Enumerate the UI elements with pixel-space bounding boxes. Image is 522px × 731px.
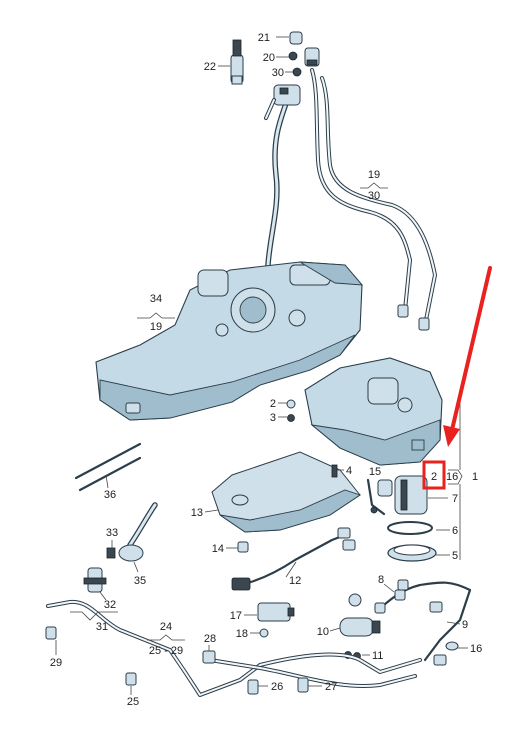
label-17: 17 xyxy=(230,610,242,622)
fuel-pump-part-10 xyxy=(339,593,381,637)
bolt-part-4 xyxy=(331,464,338,478)
label-1: 1 xyxy=(472,471,478,483)
label-22: 22 xyxy=(204,61,216,73)
label-21: 21 xyxy=(258,32,270,44)
clip-part-8 xyxy=(394,589,406,601)
breather-hose-part-35 xyxy=(118,502,158,562)
highlight-arrow xyxy=(422,266,492,490)
label-25: 25 xyxy=(127,696,139,708)
label-12: 12 xyxy=(289,575,301,587)
clip-part-14 xyxy=(237,541,249,553)
label-33: 33 xyxy=(106,527,118,539)
pipe-connector-top xyxy=(304,47,320,67)
label-5: 5 xyxy=(452,550,458,562)
label-7: 7 xyxy=(452,493,458,505)
seal-ring-part-6 xyxy=(387,521,433,535)
label-24: 24 xyxy=(160,621,172,633)
label-3: 3 xyxy=(270,412,276,424)
clip-part-21 xyxy=(289,31,303,45)
label-29: 29 xyxy=(50,657,62,669)
label-32: 32 xyxy=(104,599,116,611)
nut-part-18 xyxy=(259,628,269,638)
wiring-part-9 xyxy=(374,579,472,666)
label-18: 18 xyxy=(236,628,248,640)
label-25-29: 25 - 29 xyxy=(149,645,183,657)
highlight-box xyxy=(422,460,446,490)
pipe-end-fittings xyxy=(397,304,430,331)
connector-part-25 xyxy=(125,672,137,686)
label-36: 36 xyxy=(104,489,116,501)
fuel-lines-part-24 xyxy=(46,599,422,697)
filler-pipe-assembly xyxy=(265,68,437,327)
label-2-highlighted: 2 xyxy=(431,471,437,483)
label-9: 9 xyxy=(462,619,468,631)
label-27: 27 xyxy=(325,681,337,693)
label-34: 34 xyxy=(150,293,162,305)
label-2-upper: 2 xyxy=(270,398,276,410)
label-6: 6 xyxy=(452,525,458,537)
bolt-part-3 xyxy=(287,414,295,422)
label-26: 26 xyxy=(271,681,283,693)
fuel-pump-module-part-7 xyxy=(377,475,428,515)
label-14: 14 xyxy=(212,543,224,555)
leader-lines xyxy=(55,36,468,695)
label-11: 11 xyxy=(372,650,383,662)
label-30-brace: 30 xyxy=(368,190,380,202)
control-unit-part-17 xyxy=(257,602,295,622)
auxiliary-tank xyxy=(304,357,443,466)
label-19-top: 19 xyxy=(368,169,380,181)
locking-ring-part-5 xyxy=(387,544,437,562)
label-28: 28 xyxy=(204,633,216,645)
connector-part-29 xyxy=(45,626,57,640)
seal-part-33 xyxy=(106,547,116,559)
label-13: 13 xyxy=(191,507,203,519)
label-4: 4 xyxy=(346,465,352,477)
screw-part-20 xyxy=(288,51,298,61)
label-20: 20 xyxy=(263,52,275,64)
label-31: 31 xyxy=(96,621,108,633)
clip-part-16-lower xyxy=(445,641,459,651)
clip-part-26 xyxy=(247,679,259,695)
clamp-part-28 xyxy=(202,650,216,664)
fuel-tank xyxy=(95,261,364,421)
red-arrow-icon xyxy=(450,266,492,432)
clip-part-27 xyxy=(297,677,309,693)
cable-ties-part-36 xyxy=(74,442,142,492)
label-16-lower: 16 xyxy=(470,643,482,655)
screw-part-30 xyxy=(292,67,302,77)
fuel-level-sender-part-15 xyxy=(366,478,386,516)
fuel-filler-cap-part-22 xyxy=(230,39,244,85)
label-35: 35 xyxy=(134,575,146,587)
label-16-upper: 16 xyxy=(446,471,458,483)
wiring-harness-part-12 xyxy=(231,527,356,591)
label-15: 15 xyxy=(369,466,381,478)
label-30-top: 30 xyxy=(272,67,284,79)
heat-shield-part-13 xyxy=(211,451,362,533)
part-number-labels: 21 20 30 22 19 30 34 19 2 3 4 15 2 16 1 … xyxy=(50,32,482,708)
vent-valve xyxy=(264,84,301,120)
label-8: 8 xyxy=(378,574,384,586)
label-10: 10 xyxy=(317,626,329,638)
bolt-part-2 xyxy=(286,399,296,409)
label-19-left: 19 xyxy=(150,321,162,333)
label-braces xyxy=(70,182,463,641)
valve-part-32 xyxy=(83,567,107,593)
